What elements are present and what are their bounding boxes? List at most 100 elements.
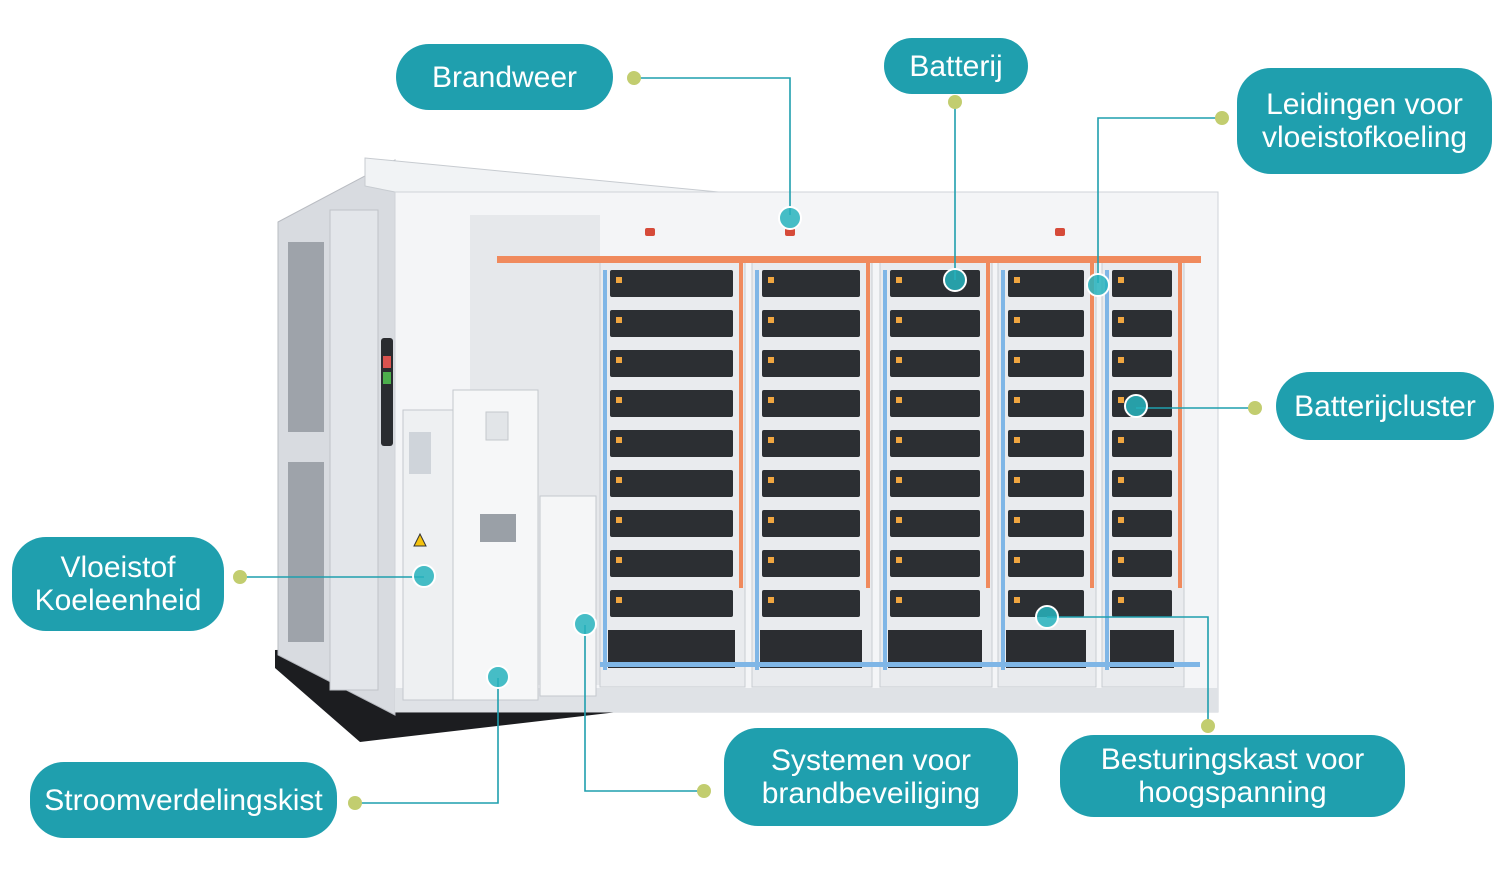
status-light-green (383, 372, 391, 384)
battery-module (890, 590, 980, 617)
cabinet-display (480, 514, 516, 542)
hv-control-box (888, 630, 982, 668)
module-indicator (1118, 277, 1124, 283)
module-indicator (896, 517, 902, 523)
module-indicator (768, 357, 774, 363)
module-indicator (896, 317, 902, 323)
anchor-dots (233, 71, 1262, 810)
hotspot-cooling-unit (412, 564, 436, 588)
module-indicator (1014, 317, 1020, 323)
battery-module (762, 390, 860, 417)
battery-module (762, 310, 860, 337)
anchor-dot-batterij (948, 95, 962, 109)
label-brandweer: Brandweer (396, 44, 613, 110)
hotspot-fire-protection (573, 612, 597, 636)
battery-module (1008, 470, 1084, 497)
door-handle (381, 338, 393, 446)
module-indicator (768, 397, 774, 403)
label-vloeistof: Vloeistof Koeleenheid (12, 537, 224, 631)
coolant-return-pipe (755, 270, 759, 670)
hv-control-box (1006, 630, 1086, 668)
battery-module (890, 510, 980, 537)
module-indicator (1014, 477, 1020, 483)
coolant-supply-pipe (866, 258, 870, 588)
anchor-dot-batterijcluster (1248, 401, 1262, 415)
battery-module (890, 390, 980, 417)
module-indicator (1118, 477, 1124, 483)
module-indicator (896, 597, 902, 603)
hotspot-battery (943, 268, 967, 292)
module-indicator (768, 437, 774, 443)
module-indicator (616, 557, 622, 563)
module-indicator (768, 317, 774, 323)
cooling-unit-panel (409, 432, 431, 474)
module-indicator (768, 477, 774, 483)
side-vent-grille-upper (288, 242, 324, 432)
module-indicator (896, 477, 902, 483)
battery-module (610, 270, 733, 297)
leader-line-leidingen (1097, 117, 1222, 283)
leader-line-stroomverdeling (355, 678, 499, 804)
anchor-dot-stroomverdeling (348, 796, 362, 810)
coolant-supply-pipe (739, 258, 743, 588)
battery-module (762, 270, 860, 297)
anchor-dot-brandweer (627, 71, 641, 85)
battery-module (1112, 350, 1172, 377)
module-indicator (1014, 597, 1020, 603)
module-indicator (1014, 517, 1020, 523)
fire-sprinkler-icon (645, 228, 655, 236)
side-vent-grille-lower (288, 462, 324, 642)
module-indicator (616, 397, 622, 403)
module-indicator (768, 557, 774, 563)
battery-module (1008, 590, 1084, 617)
battery-module (890, 470, 980, 497)
anchor-dot-besturingskast (1201, 719, 1215, 733)
module-indicator (1118, 597, 1124, 603)
module-indicator (1118, 557, 1124, 563)
battery-module (610, 390, 733, 417)
module-indicator (896, 437, 902, 443)
coolant-return-pipe (603, 270, 607, 670)
coolant-return-pipe (883, 270, 887, 670)
module-indicator (1118, 397, 1124, 403)
module-indicator (896, 397, 902, 403)
power-distribution-cabinet (452, 389, 539, 701)
battery-module (890, 350, 980, 377)
module-indicator (896, 357, 902, 363)
label-brandbeveiliging: Systemen voor brandbeveiliging (724, 728, 1018, 826)
battery-module (762, 470, 860, 497)
leader-line-brandbeveiliging (584, 625, 704, 792)
battery-module (1112, 510, 1172, 537)
battery-module (890, 550, 980, 577)
module-indicator (1014, 437, 1020, 443)
hotspot-battery-cluster (1124, 394, 1148, 418)
coolant-supply-pipe (1090, 258, 1094, 588)
module-indicator (768, 517, 774, 523)
anchor-dot-vloeistof (233, 570, 247, 584)
battery-module (890, 310, 980, 337)
battery-module (1112, 270, 1172, 297)
battery-module (610, 510, 733, 537)
battery-module (1008, 550, 1084, 577)
module-indicator (616, 437, 622, 443)
battery-module (610, 350, 733, 377)
battery-module (610, 310, 733, 337)
battery-module (1008, 270, 1084, 297)
module-indicator (896, 277, 902, 283)
module-indicator (1014, 397, 1020, 403)
label-batterij: Batterij (884, 38, 1028, 94)
battery-module (1008, 390, 1084, 417)
module-indicator (616, 357, 622, 363)
battery-module (1112, 590, 1172, 617)
battery-module (1008, 430, 1084, 457)
battery-module (1112, 470, 1172, 497)
label-batterijcluster: Batterijcluster (1276, 372, 1494, 440)
battery-module (610, 430, 733, 457)
coolant-return-manifold (600, 662, 1200, 667)
module-indicator (1118, 517, 1124, 523)
module-indicator (616, 277, 622, 283)
coolant-return-pipe (1105, 270, 1109, 670)
leader-lines (240, 77, 1255, 804)
fire-protection-cabinet (539, 495, 597, 697)
